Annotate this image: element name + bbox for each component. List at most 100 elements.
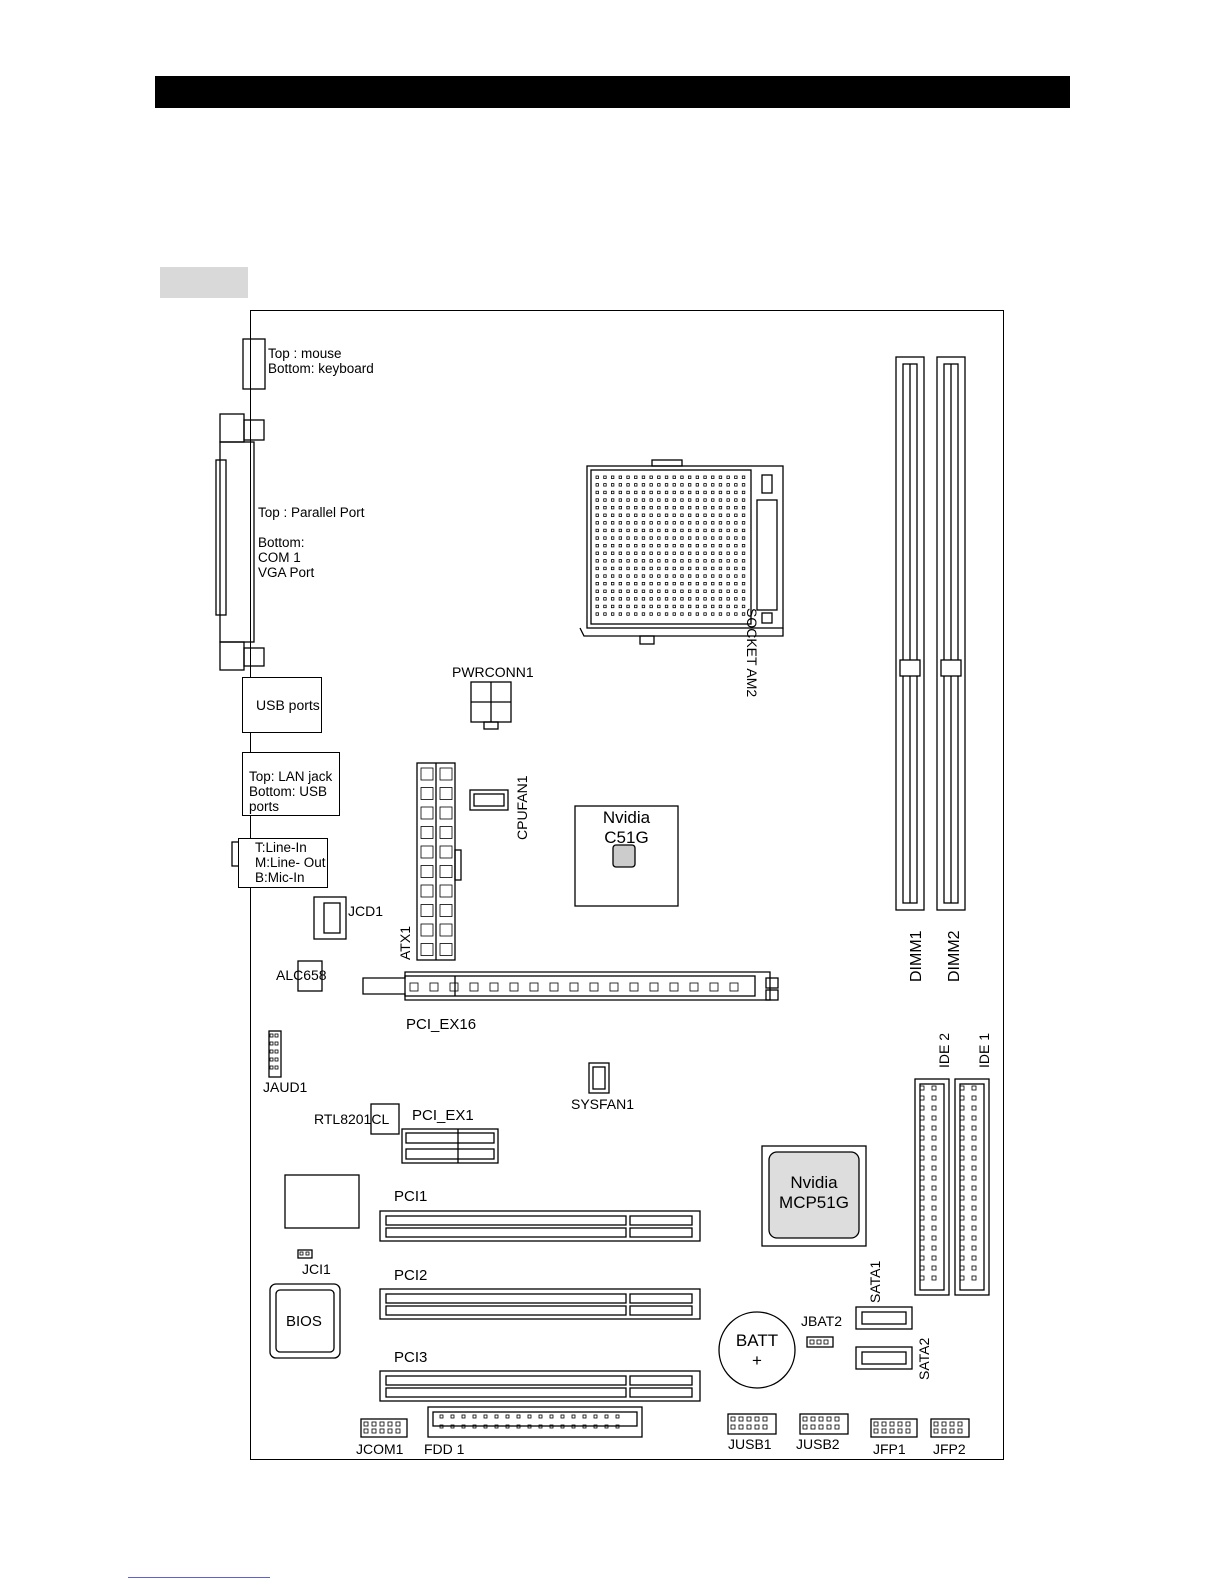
dimm2-label: DIMM2 bbox=[946, 930, 963, 982]
northbridge-chip-outline bbox=[574, 805, 679, 907]
jcom-label: JCOM1 bbox=[356, 1441, 404, 1457]
sata1-connector bbox=[855, 1306, 913, 1330]
vga-label: VGA Port bbox=[258, 565, 315, 580]
pci1-slot bbox=[379, 1210, 701, 1242]
jcd-connector bbox=[313, 896, 347, 940]
line-in-label: T:Line-In bbox=[255, 840, 307, 855]
cpu-socket-pins bbox=[595, 475, 746, 616]
jusb1-pins bbox=[730, 1416, 768, 1430]
mic-in-label: B:Mic-In bbox=[255, 870, 305, 885]
usb-ports-label: USB ports bbox=[256, 697, 320, 713]
fdd-connector bbox=[427, 1406, 643, 1438]
com-label: COM 1 bbox=[258, 550, 301, 565]
jfp2-label: JFP2 bbox=[933, 1441, 966, 1457]
cpufan-connector bbox=[469, 789, 509, 811]
socket-label: SOCKET AM2 bbox=[744, 608, 760, 698]
pci-ex1-slot bbox=[401, 1128, 499, 1164]
pci3-label: PCI3 bbox=[394, 1349, 428, 1366]
sysfan-label: SYSFAN1 bbox=[571, 1096, 635, 1112]
jbat-pins bbox=[809, 1339, 829, 1345]
jaud-pins bbox=[269, 1033, 279, 1070]
sata2-connector bbox=[855, 1346, 913, 1370]
jcom-pins bbox=[363, 1421, 401, 1434]
ide1-label: IDE 1 bbox=[976, 1032, 992, 1068]
ps2-bottom-label: Bottom: keyboard bbox=[268, 361, 374, 376]
southbridge-model: MCP51G bbox=[779, 1193, 849, 1212]
jusb2-label: JUSB2 bbox=[796, 1436, 840, 1452]
jfp2-header bbox=[930, 1418, 970, 1438]
fdd-label: FDD 1 bbox=[424, 1441, 465, 1457]
dimm1-slot bbox=[895, 356, 925, 911]
pci-ex1-label: PCI_EX1 bbox=[412, 1107, 474, 1124]
jcom-header bbox=[360, 1418, 408, 1438]
jbat-label: JBAT2 bbox=[801, 1313, 842, 1329]
jcd-label: JCD1 bbox=[348, 903, 384, 919]
pci2-label: PCI2 bbox=[394, 1267, 428, 1284]
ide2-label: IDE 2 bbox=[936, 1032, 952, 1068]
rtl-chip bbox=[370, 1103, 400, 1135]
battery bbox=[718, 1311, 796, 1389]
parallel-bottom-label: Bottom: bbox=[258, 535, 305, 550]
lan-chip bbox=[284, 1174, 360, 1229]
batt-plus: + bbox=[752, 1351, 762, 1370]
jaud-label: JAUD1 bbox=[263, 1079, 308, 1095]
parallel-connector-body bbox=[219, 441, 255, 643]
jci-pins bbox=[299, 1251, 310, 1256]
jusb2-header bbox=[799, 1413, 849, 1435]
pci-ex16-slot bbox=[362, 971, 779, 1001]
footer-link-underline bbox=[128, 1577, 270, 1578]
line-out-label: M:Line- Out bbox=[255, 855, 326, 870]
pci-ex16-label: PCI_EX16 bbox=[406, 1016, 477, 1033]
jci-header bbox=[297, 1249, 313, 1259]
northbridge-model: C51G bbox=[604, 828, 649, 847]
cpufan-label: CPUFAN1 bbox=[514, 775, 530, 840]
atx-pins bbox=[420, 767, 453, 956]
jusb1-header bbox=[727, 1413, 777, 1435]
cpu-socket bbox=[579, 459, 784, 645]
rtl-label: RTL8201CL bbox=[314, 1111, 390, 1127]
bios-label: BIOS bbox=[286, 1313, 322, 1330]
pwrconn-label: PWRCONN1 bbox=[452, 664, 534, 680]
northbridge-vendor: Nvidia bbox=[602, 808, 651, 827]
atx-label: ATX1 bbox=[397, 926, 413, 960]
pci3-slot bbox=[379, 1370, 701, 1402]
jusb2-pins bbox=[802, 1416, 840, 1430]
jusb1-label: JUSB1 bbox=[728, 1436, 772, 1452]
lan-top-label: Top: LAN jack bbox=[249, 769, 333, 784]
jfp1-header bbox=[870, 1418, 918, 1438]
ps2-top-label: Top : mouse bbox=[268, 346, 342, 361]
southbridge-vendor: Nvidia bbox=[790, 1173, 838, 1192]
header-bar bbox=[155, 76, 1070, 108]
jbat-header bbox=[806, 1336, 834, 1348]
alc-label: ALC658 bbox=[276, 967, 327, 983]
batt-text: BATT bbox=[735, 1331, 779, 1350]
section-tab bbox=[160, 267, 248, 298]
sata2-label: SATA2 bbox=[916, 1337, 932, 1380]
jfp1-pins bbox=[873, 1421, 911, 1434]
parallel-top-label: Top : Parallel Port bbox=[258, 505, 365, 520]
pci1-label: PCI1 bbox=[394, 1188, 428, 1205]
sata1-label: SATA1 bbox=[867, 1260, 883, 1303]
pci-ex16-pins bbox=[409, 982, 739, 992]
fdd-pins bbox=[439, 1414, 620, 1429]
ide2-pins bbox=[919, 1085, 937, 1281]
dimm2-slot bbox=[936, 356, 966, 911]
jfp1-label: JFP1 bbox=[873, 1441, 906, 1457]
southbridge-chip-outline bbox=[761, 1145, 867, 1247]
dimm1-label: DIMM1 bbox=[908, 930, 925, 982]
jaud-header bbox=[268, 1030, 282, 1078]
jci-label: JCI1 bbox=[302, 1261, 331, 1277]
pci2-slot bbox=[379, 1288, 701, 1320]
lan-bottom-label: Bottom: USB ports bbox=[249, 784, 328, 814]
jfp2-pins bbox=[933, 1421, 963, 1434]
ps2-connector-body bbox=[242, 338, 266, 390]
sysfan-connector bbox=[588, 1062, 610, 1094]
alc-chip bbox=[297, 960, 323, 992]
